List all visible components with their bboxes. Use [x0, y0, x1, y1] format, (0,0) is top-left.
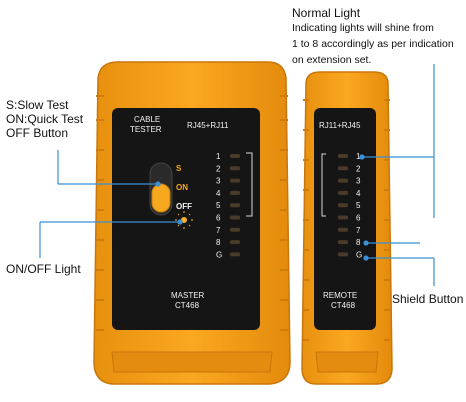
master-light-column: 1 2 3 4 5 6 7 8G — [216, 152, 240, 259]
callout-lines — [39, 64, 435, 286]
switch-desc-3: OFF Button — [6, 126, 69, 140]
on-off-light-icon — [175, 211, 193, 229]
remote-light-number: 5 — [356, 201, 361, 210]
remote-ports-label: RJ11+RJ45 — [319, 121, 361, 130]
master-ports-label: RJ45+RJ11 — [187, 121, 229, 130]
remote-led — [338, 215, 348, 220]
master-led — [230, 203, 240, 208]
master-led — [230, 166, 240, 171]
remote-light-number: 3 — [356, 177, 361, 186]
remote-light-number: G — [356, 250, 362, 259]
remote-led — [338, 190, 348, 195]
master-light-number: 1 — [216, 152, 221, 161]
remote-led — [338, 227, 348, 232]
normal-light-title: Normal Light — [292, 6, 361, 20]
master-model: CT468 — [175, 301, 200, 310]
master-light-number: 8 — [216, 238, 221, 247]
shield-button-label: Shield Button — [392, 292, 464, 306]
normal-light-desc-2: 1 to 8 accordingly as per indication — [292, 38, 454, 50]
master-light-number: 2 — [216, 164, 221, 173]
master-light-number: 7 — [216, 226, 221, 235]
remote-led — [338, 240, 348, 245]
remote-light-number: 1 — [356, 152, 361, 161]
master-light-number: 6 — [216, 214, 221, 223]
master-name: MASTER — [171, 291, 205, 300]
remote-led — [338, 203, 348, 208]
switch-on-label: ON — [176, 183, 188, 192]
master-light-number: 5 — [216, 201, 221, 210]
master-label-tester: TESTER — [130, 125, 162, 134]
remote-light-number: 8 — [356, 238, 361, 247]
remote-light-number: 4 — [356, 189, 361, 198]
remote-model: CT468 — [331, 301, 356, 310]
master-unit — [93, 61, 291, 385]
normal-light-desc-1: Indicating lights will shine from — [292, 22, 434, 34]
master-light-number: G — [216, 250, 222, 259]
remote-light-number: 7 — [356, 226, 361, 235]
remote-led — [338, 166, 348, 171]
master-led — [230, 178, 240, 183]
master-label-cable: CABLE — [134, 115, 160, 124]
master-led — [230, 215, 240, 220]
master-led — [230, 190, 240, 195]
remote-name: REMOTE — [323, 291, 357, 300]
remote-light-number: 2 — [356, 164, 361, 173]
remote-led — [338, 252, 348, 257]
remote-light-number: 6 — [356, 214, 361, 223]
master-light-number: 3 — [216, 177, 221, 186]
normal-light-desc-3: on extension set. — [292, 54, 372, 66]
switch-off-label: OFF — [176, 202, 192, 211]
switch-desc-2: ON:Quick Test — [6, 112, 84, 126]
onoff-light-label: ON/OFF Light — [6, 262, 81, 276]
master-led — [230, 154, 240, 158]
master-led — [230, 240, 240, 245]
switch-desc-1: S:Slow Test — [6, 98, 69, 112]
remote-light-column: 1 2 3 4 5 6 7 8G — [338, 152, 362, 259]
master-light-number: 4 — [216, 189, 221, 198]
mode-switch[interactable] — [149, 162, 173, 216]
master-led — [230, 252, 240, 257]
remote-led — [338, 154, 348, 158]
master-led — [230, 227, 240, 232]
remote-led — [338, 178, 348, 183]
switch-s-label: S — [176, 164, 182, 173]
